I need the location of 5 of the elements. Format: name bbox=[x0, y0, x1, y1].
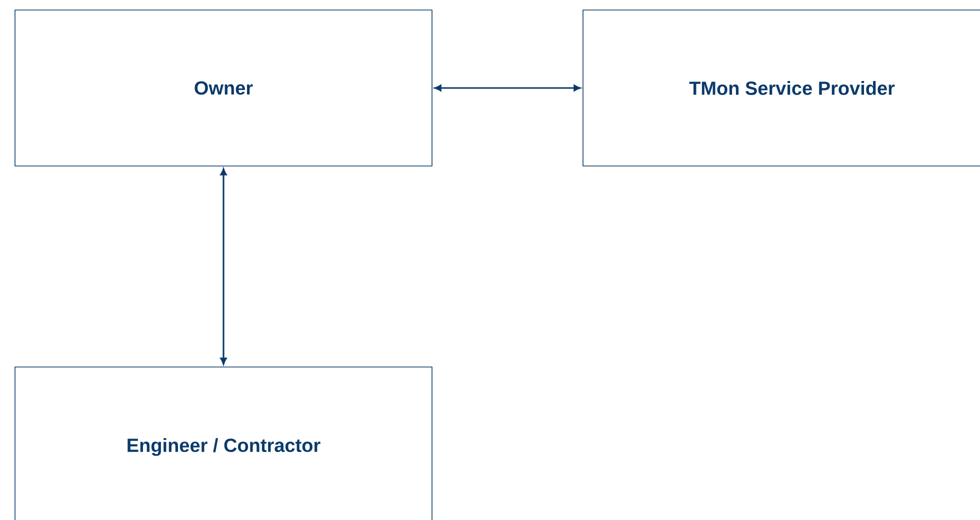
process-box: TMon Service Provider bbox=[582, 10, 980, 166]
arrow bbox=[220, 168, 227, 365]
arrow bbox=[434, 84, 581, 92]
process-box: Engineer / Contractor bbox=[14, 366, 432, 520]
process-box: Owner bbox=[14, 10, 432, 166]
